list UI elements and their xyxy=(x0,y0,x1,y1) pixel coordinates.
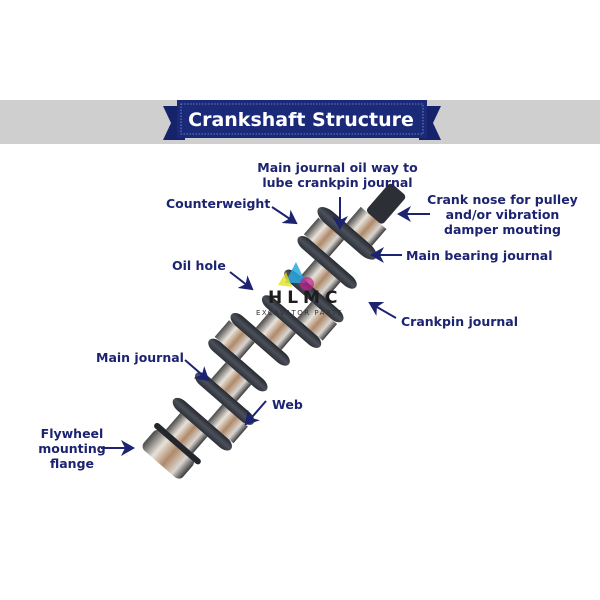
arrow-counterweight xyxy=(271,206,298,225)
arrow-web xyxy=(244,400,267,426)
label-oil-way-line1: Main journal oil way to xyxy=(257,160,418,175)
label-oil-hole: Oil hole xyxy=(172,258,226,273)
label-flywheel-flange: Flywheel mounting flange xyxy=(24,426,120,471)
label-oil-way: Main journal oil way to lube crankpin jo… xyxy=(250,160,425,190)
title-ribbon xyxy=(163,100,441,140)
label-web: Web xyxy=(272,397,303,412)
label-main-bearing-journal: Main bearing journal xyxy=(406,248,553,263)
label-crank-nose-line2: and/or vibration xyxy=(445,207,560,222)
label-counterweight: Counterweight xyxy=(166,196,271,211)
page-title: Crankshaft Structure xyxy=(188,109,414,131)
arrow-oil-hole xyxy=(229,271,254,291)
watermark-brand: HLMC xyxy=(268,288,343,308)
watermark-tagline: EXCAVATOR PARTS xyxy=(256,309,344,317)
label-flywheel-line1: Flywheel xyxy=(40,426,104,441)
label-flywheel-line2: mounting xyxy=(38,441,106,456)
label-crank-nose-line3: damper mouting xyxy=(444,222,561,237)
label-flywheel-line3: flange xyxy=(49,456,95,471)
label-crank-nose: Crank nose for pulley and/or vibration d… xyxy=(425,192,580,237)
arrow-crankpin xyxy=(368,302,397,319)
label-crankpin-journal: Crankpin journal xyxy=(401,314,519,329)
label-oil-way-line2: lube crankpin journal xyxy=(262,175,413,190)
label-main-journal: Main journal xyxy=(96,350,184,365)
arrow-main-journal xyxy=(184,359,210,382)
label-crank-nose-line1: Crank nose for pulley xyxy=(427,192,578,207)
